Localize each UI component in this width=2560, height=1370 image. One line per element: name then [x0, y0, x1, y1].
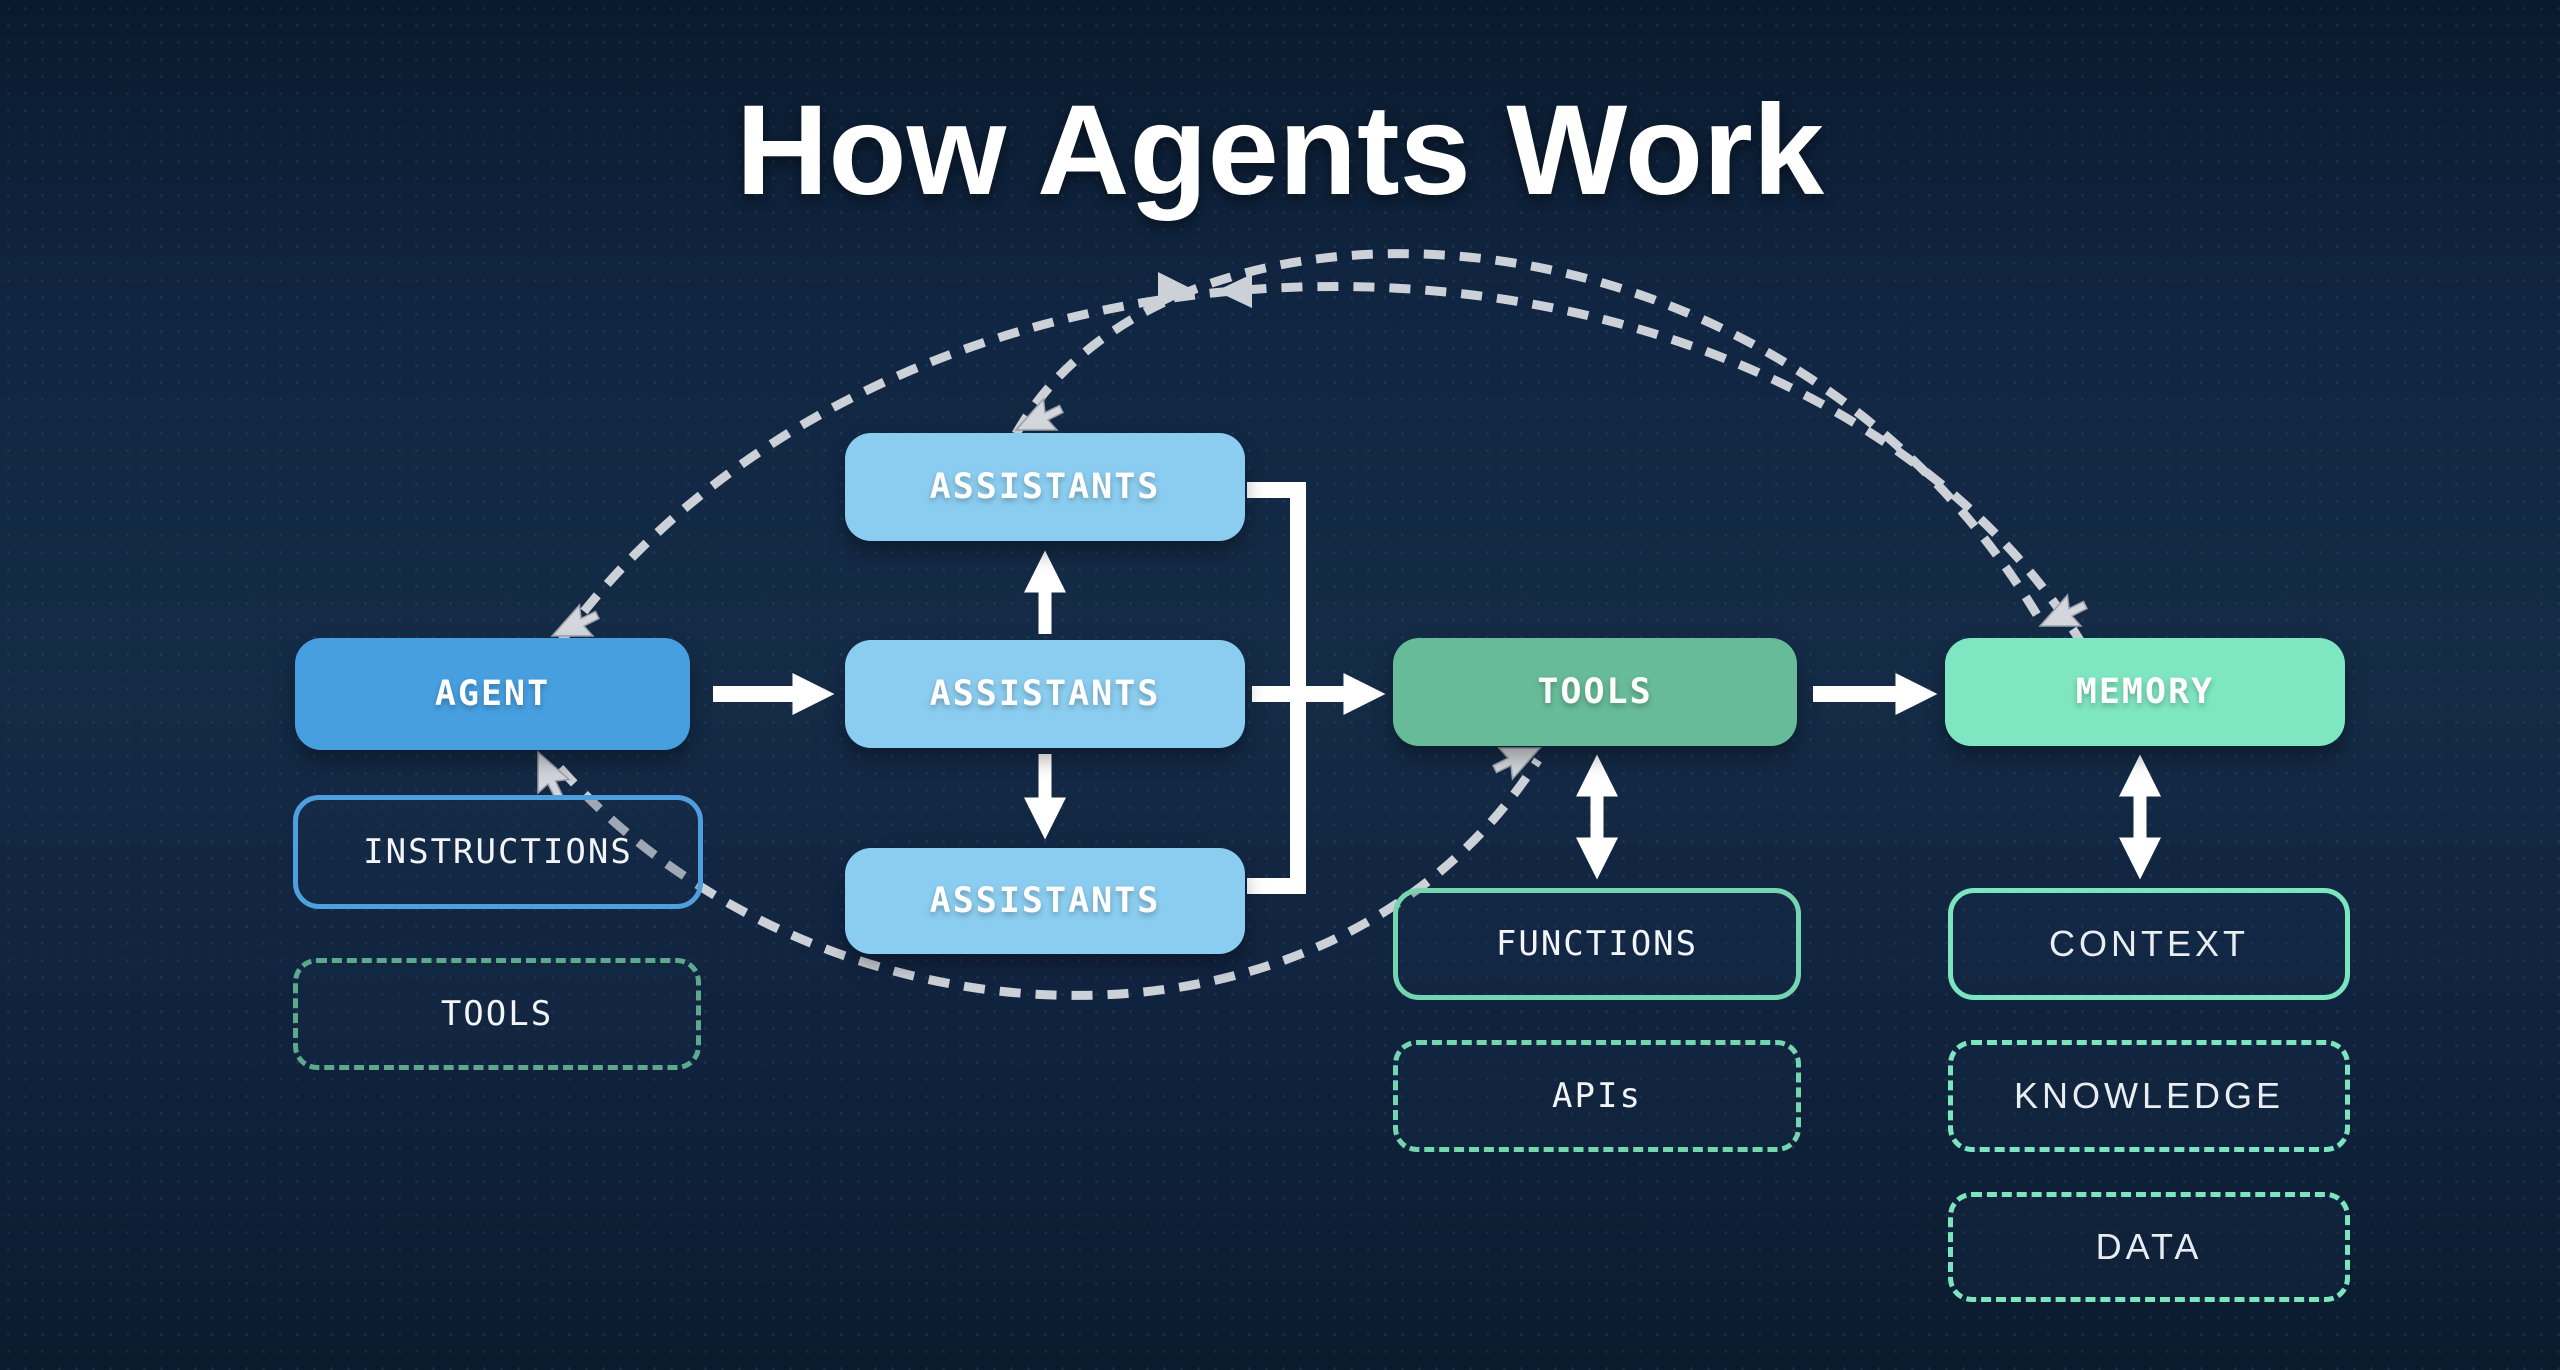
node-apis-label: APIs: [1552, 1076, 1642, 1116]
node-memory: MEMORY: [1945, 638, 2345, 746]
crossing-arrowhead-right: [1158, 272, 1194, 308]
dashed-curve-memory-agent: [558, 282, 2098, 667]
node-assistants-middle-label: ASSISTANTS: [929, 674, 1161, 714]
cursor-arrowhead-agent-top: [551, 604, 600, 637]
node-assistants-bottom: ASSISTANTS: [845, 848, 1245, 954]
cursor-arrowhead-memory-1: [2039, 594, 2088, 627]
node-assistants-top-label: ASSISTANTS: [929, 467, 1161, 507]
node-instructions: INSTRUCTIONS: [293, 795, 703, 909]
node-instructions-label: INSTRUCTIONS: [363, 832, 633, 872]
node-tools-dashed-label: TOOLS: [440, 994, 554, 1034]
node-functions-label: FUNCTIONS: [1495, 924, 1699, 964]
node-tools: TOOLS: [1393, 638, 1797, 746]
cursor-arrowhead-tools-bottom: [1492, 747, 1541, 780]
node-knowledge-label: KNOWLEDGE: [2013, 1075, 2285, 1116]
node-assistants-bottom-label: ASSISTANTS: [929, 881, 1161, 921]
node-agent: AGENT: [295, 638, 690, 750]
node-assistants-top: ASSISTANTS: [845, 433, 1245, 541]
node-apis: APIs: [1393, 1040, 1801, 1152]
node-knowledge: KNOWLEDGE: [1948, 1040, 2350, 1152]
node-assistants-middle: ASSISTANTS: [845, 640, 1245, 748]
node-context: CONTEXT: [1948, 888, 2350, 1000]
crossing-arrowhead-left: [1216, 274, 1252, 308]
node-agent-label: AGENT: [434, 674, 551, 714]
assistants-bracket: [1247, 482, 1306, 894]
node-tools-dashed: TOOLS: [293, 958, 701, 1070]
cursor-arrowhead-assistants-top: [1015, 398, 1064, 431]
node-memory-label: MEMORY: [2075, 672, 2215, 712]
node-functions: FUNCTIONS: [1393, 888, 1801, 1000]
dashed-curve-arrowheads: [537, 272, 2142, 800]
page-title: How Agents Work: [735, 79, 1825, 222]
node-data: DATA: [1948, 1192, 2350, 1302]
cursor-arrowhead-agent-bottom: [537, 751, 570, 800]
node-tools-label: TOOLS: [1537, 672, 1653, 712]
node-data-label: DATA: [2095, 1226, 2203, 1267]
dashed-curves: [556, 249, 2098, 1000]
node-context-label: CONTEXT: [2048, 923, 2249, 964]
